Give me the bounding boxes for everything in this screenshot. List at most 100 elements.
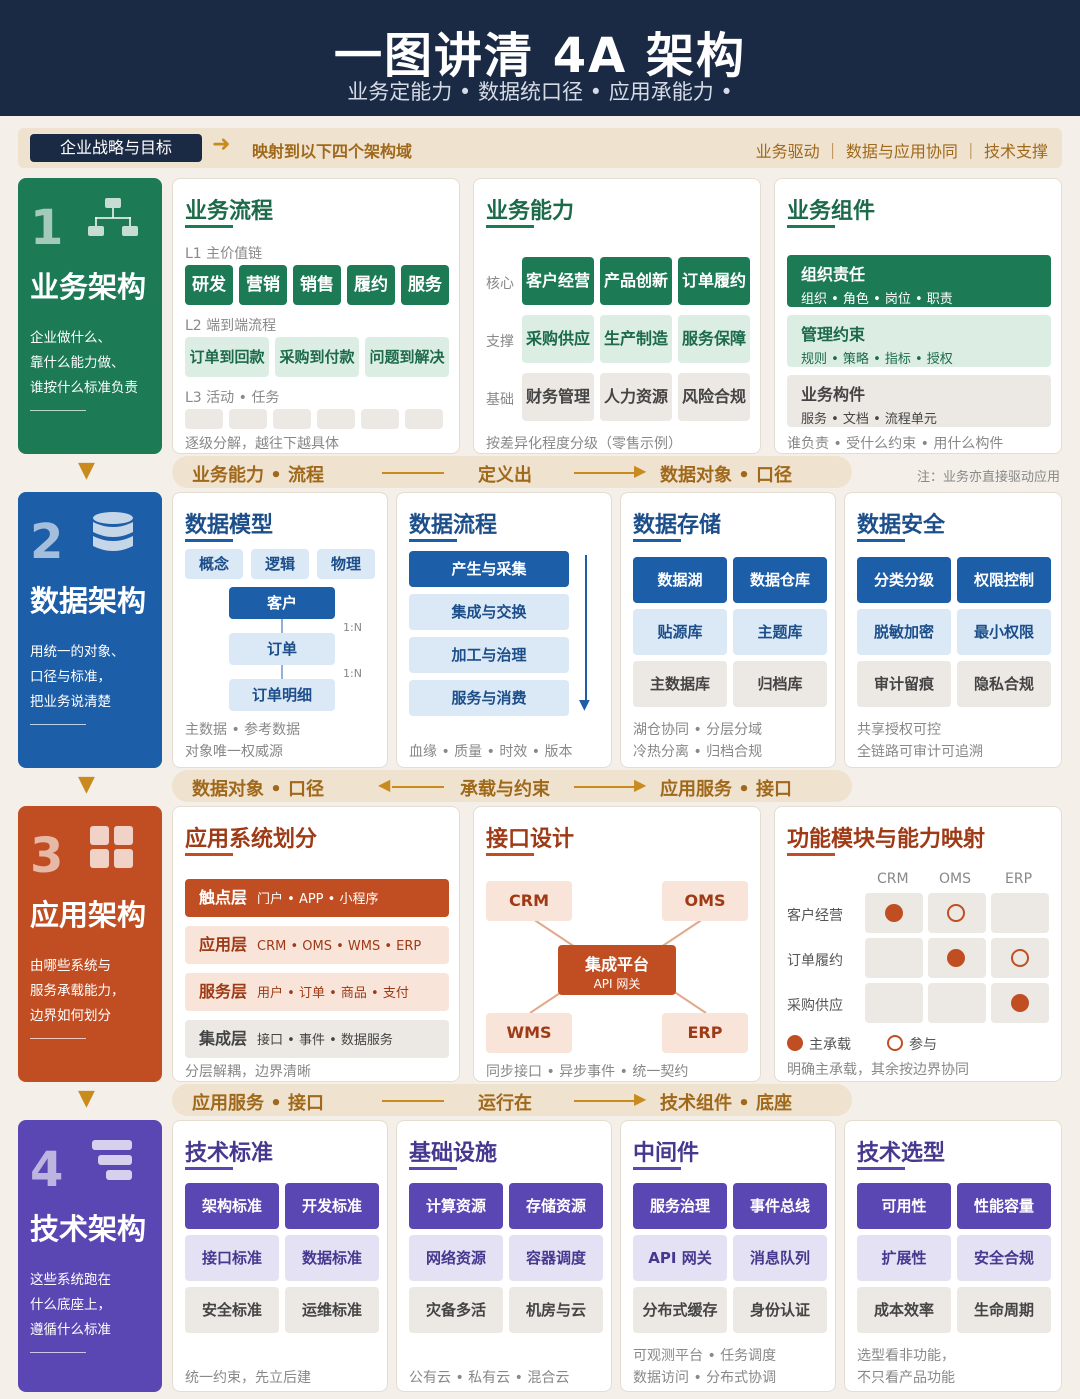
title-underline [185, 853, 233, 856]
storage-item: 数据仓库 [733, 557, 827, 603]
system-node-crm: CRM [486, 881, 572, 921]
arrow-down-icon: ▼ [579, 697, 590, 713]
arrow-right-icon: ➜ [212, 132, 231, 157]
storage-item: 归档库 [733, 661, 827, 707]
tech-item: API 网关 [633, 1235, 727, 1281]
component-business-element: 业务构件 服务 • 文档 • 流程单元 [787, 375, 1051, 427]
level-label: L2 端到端流程 [185, 318, 277, 334]
tech-item: 开发标准 [285, 1183, 379, 1229]
relation-band-1: 业务能力 • 流程 定义出 ▶ 数据对象 • 口径 [172, 456, 852, 488]
card-footnote: 选型看非功能， [857, 1348, 955, 1364]
relation-band-3: 应用服务 • 接口 运行在 ▶ 技术组件 • 底座 [172, 1084, 852, 1116]
capability-item: 订单履约 [678, 257, 750, 305]
divider [30, 1352, 86, 1353]
header: 一图讲清 4A 架构 业务定能力 • 数据统口径 • 应用承能力 • [0, 0, 1080, 116]
tech-item: 容器调度 [509, 1235, 603, 1281]
card-footnote: 公有云 • 私有云 • 混合云 [409, 1370, 570, 1386]
component-sub: 服务 • 文档 • 流程单元 [801, 412, 937, 427]
l2-item: 采购到付款 [275, 337, 359, 377]
driver-labels: 业务驱动 ｜ 数据与应用协同 ｜ 技术支撑 [755, 142, 1048, 161]
legend-primary-icon [787, 1035, 803, 1051]
model-tab: 物理 [317, 549, 375, 579]
layer-name: 集成层 [199, 1029, 248, 1048]
level-label: L1 主价值链 [185, 246, 263, 262]
title-underline [857, 539, 905, 542]
model-tab: 逻辑 [251, 549, 309, 579]
layer-sub: CRM • OMS • WMS • ERP [257, 939, 422, 954]
band-left: 业务能力 • 流程 [192, 465, 325, 486]
tech-item: 数据标准 [285, 1235, 379, 1281]
storage-item: 主题库 [733, 609, 827, 655]
title-underline [787, 225, 835, 228]
band-line [574, 1100, 636, 1102]
section-number: 1 [30, 200, 64, 256]
tech-item: 灾备多活 [409, 1287, 503, 1333]
title-underline [486, 853, 534, 856]
card-footnote: 谁负责 • 受什么约束 • 用什么构件 [787, 436, 1004, 452]
matrix-row: 采购供应 [787, 998, 843, 1014]
card-title: 技术标准 [185, 1141, 274, 1166]
layer-touchpoint: 触点层门户 • APP • 小程序 [185, 879, 449, 917]
card-business-capability: 业务能力 核心 客户经营 产品创新 订单履约 支撑 采购供应 生产制造 服务保障… [473, 178, 761, 454]
capability-item: 生产制造 [600, 315, 672, 363]
integration-hub: 集成平台 API 网关 [558, 945, 676, 995]
layer-service: 服务层用户 • 订单 • 商品 • 支付 [185, 973, 449, 1011]
card-footnote: 同步接口 • 异步事件 • 统一契约 [486, 1064, 689, 1080]
title-underline [185, 539, 233, 542]
tier-label: 基础 [486, 392, 514, 408]
card-footnote: 全链路可审计可追溯 [857, 744, 983, 760]
system-node-oms: OMS [662, 881, 748, 921]
divider [30, 724, 86, 725]
primary-dot-icon [1011, 994, 1029, 1012]
card-title: 数据模型 [185, 513, 274, 538]
storage-item: 主数据库 [633, 661, 727, 707]
arrow-down-icon: ▼ [78, 772, 95, 797]
band-left: 应用服务 • 接口 [192, 1093, 325, 1114]
layer-name: 应用层 [199, 935, 248, 954]
band-line [392, 786, 444, 788]
band-line [382, 1100, 444, 1102]
matrix-col: OMS [939, 871, 971, 887]
band-right: 技术组件 • 底座 [660, 1093, 793, 1114]
matrix-row: 客户经营 [787, 908, 843, 924]
band-note: 注：业务亦直接驱动应用 [916, 470, 1060, 485]
flow-line [585, 555, 587, 701]
tech-item: 机房与云 [509, 1287, 603, 1333]
level-label: L3 活动 • 任务 [185, 390, 280, 406]
component-name: 组织责任 [801, 265, 866, 284]
card-footnote: 不只看产品功能 [857, 1370, 955, 1386]
card-title: 数据安全 [857, 513, 946, 538]
card-middleware: 中间件 服务治理 事件总线 API 网关 消息队列 分布式缓存 身份认证 可观测… [620, 1120, 836, 1392]
card-business-component: 业务组件 组织责任 组织 • 角色 • 岗位 • 职责 管理约束 规则 • 策略… [774, 178, 1062, 454]
layer-integration: 集成层接口 • 事件 • 数据服务 [185, 1020, 449, 1058]
tech-item: 计算资源 [409, 1183, 503, 1229]
entity-node: 订单 [229, 633, 335, 665]
tech-item: 生命周期 [957, 1287, 1051, 1333]
title-underline [633, 539, 681, 542]
card-title: 数据存储 [633, 513, 722, 538]
matrix-cell [865, 938, 923, 978]
band-mid: 承载与约束 [460, 779, 550, 800]
primary-dot-icon [947, 949, 965, 967]
layer-sub: 用户 • 订单 • 商品 • 支付 [257, 986, 409, 1001]
tech-item: 成本效率 [857, 1287, 951, 1333]
arrow-right-icon: ▶ [634, 1089, 647, 1108]
card-footnote: 血缘 • 质量 • 时效 • 版本 [409, 744, 573, 760]
card-tech-standards: 技术标准 架构标准 开发标准 接口标准 数据标准 安全标准 运维标准 统一约束，… [172, 1120, 388, 1392]
card-footnote: 统一约束，先立后建 [185, 1370, 311, 1386]
l2-item: 问题到解决 [365, 337, 449, 377]
security-item: 脱敏加密 [857, 609, 951, 655]
legend-participate-label: 参与 [909, 1037, 937, 1053]
server-stack-icon [92, 1140, 132, 1180]
band-mid: 定义出 [478, 465, 532, 486]
card-title: 业务流程 [185, 199, 274, 224]
strategy-pill: 企业战略与目标 [30, 134, 202, 162]
tech-item: 可用性 [857, 1183, 951, 1229]
side-data-architecture: 2 数据架构 用统一的对象、 口径与标准， 把业务说清楚 [18, 492, 162, 768]
matrix-col: CRM [877, 871, 909, 887]
connector [281, 665, 283, 679]
entity-node: 订单明细 [229, 679, 335, 711]
card-footnote: 主数据 • 参考数据 [185, 722, 301, 738]
arrow-left-icon: ◀ [378, 775, 391, 794]
